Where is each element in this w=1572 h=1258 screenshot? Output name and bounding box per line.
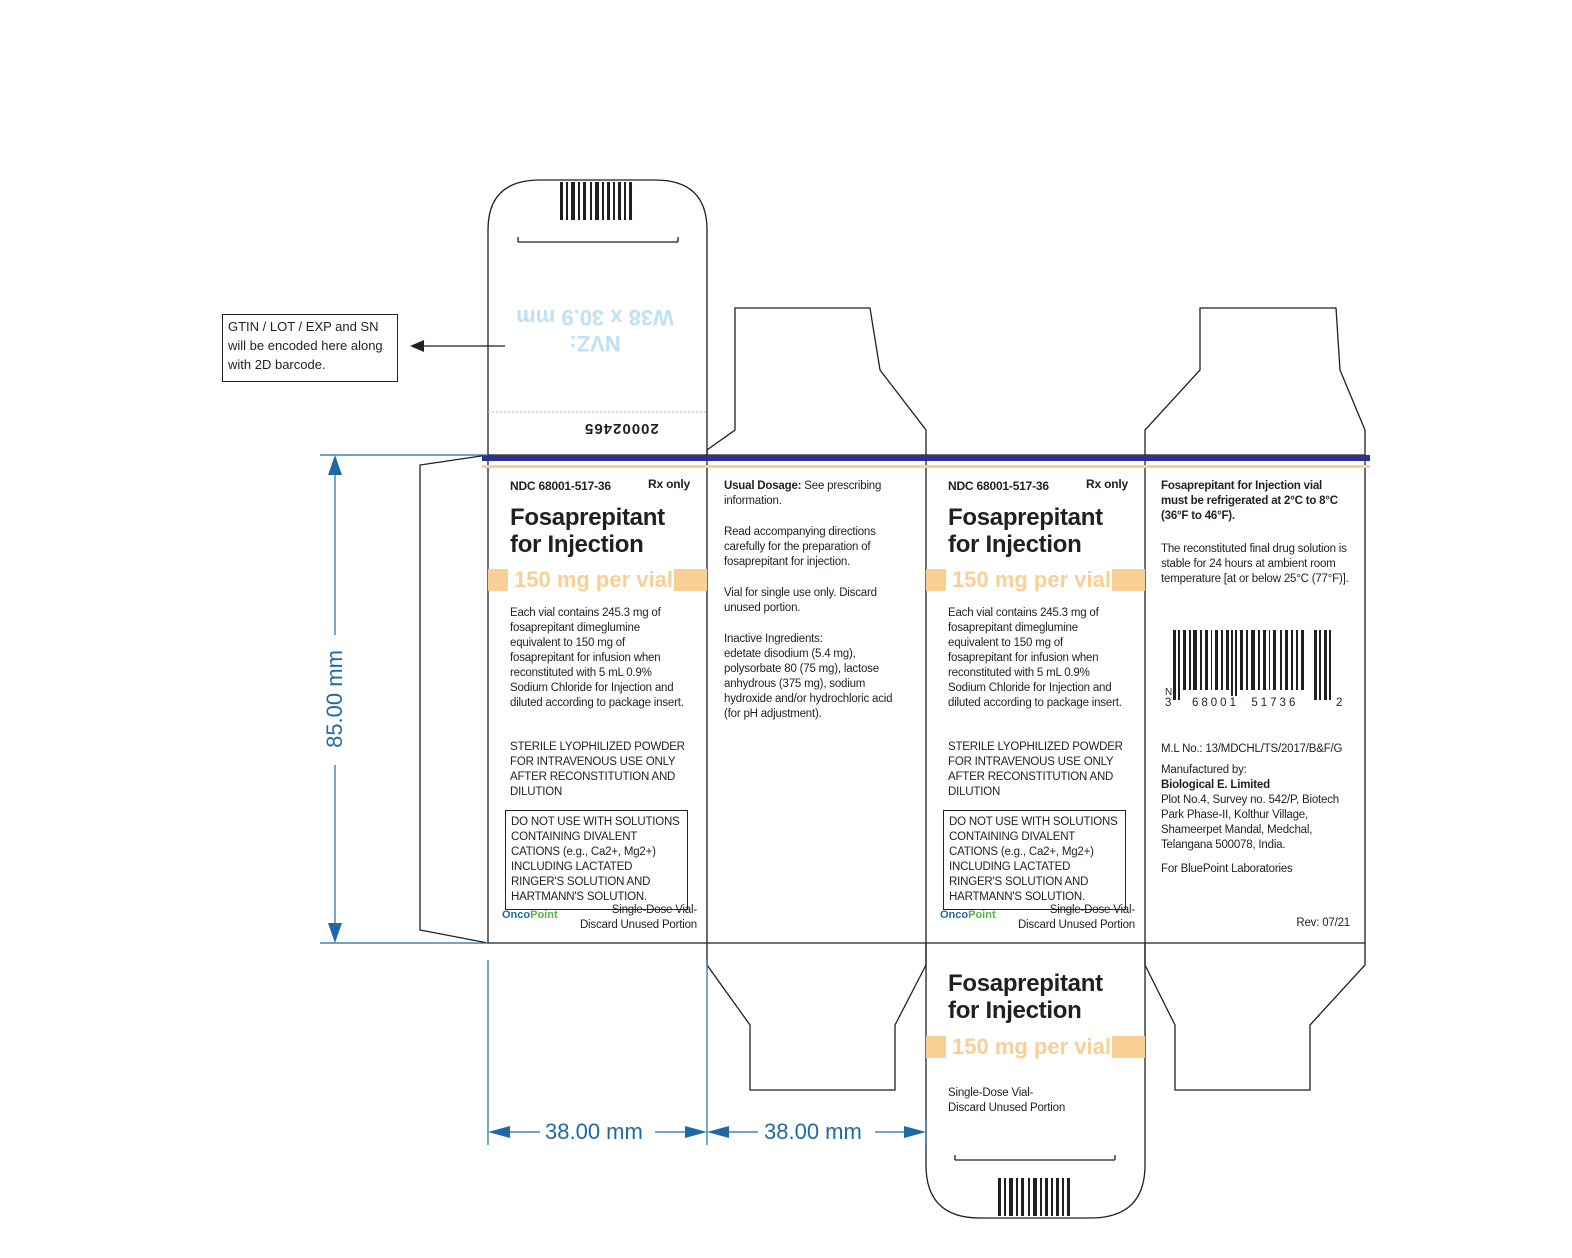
warning-box: DO NOT USE WITH SOLUTIONS CONTAINING DIV… [505,810,688,910]
directions: Read accompanying directions carefully f… [724,526,876,568]
nvz-size: W38 x 30.9 mm [516,305,674,330]
barcode-first-digit: 3 [1165,697,1172,709]
width-dimension-2: 38.00 mm [764,1119,862,1144]
bottom-barcode [998,1178,1070,1216]
single-dose: Single-Dose Vial-Discard Unused Portion [579,904,697,931]
manufacturer: Biological E. Limited [1161,779,1270,791]
strength: 150 mg per vial [952,567,1111,592]
navy-stripe [482,455,1370,461]
stability: The reconstituted final drug solution is… [1161,543,1349,585]
single-dose: Single-Dose Vial-Discard Unused Portion [1017,904,1135,931]
ndc-number: NDC 68001-517-36 [510,479,611,493]
description: Each vial contains 245.3 mg of fosaprepi… [948,607,1122,709]
description: Each vial contains 245.3 mg of fosaprepi… [510,607,684,709]
address: Plot No.4, Survey no. 542/P, Biotech Par… [1161,794,1339,851]
warning-box: DO NOT USE WITH SOLUTIONS CONTAINING DIV… [943,810,1126,910]
single-use: Vial for single use only. Discard unused… [724,587,877,614]
oncopoint-logo: OncoPoint [502,909,558,921]
usual-dosage: Usual Dosage: See prescribing informatio… [724,480,882,507]
encoding-note: GTIN / LOT / EXP and SN will be encoded … [222,314,398,382]
side-panel: Usual Dosage: See prescribing informatio… [724,479,894,722]
revision: Rev: 07/21 [1296,917,1350,929]
nvz-area: NVZ: W38 x 30.9 mm [500,304,690,356]
ml-number: M.L No.: 13/MDCHL/TS/2017/B&F/G [1161,743,1343,755]
rx-only: Rx only [648,477,690,491]
sterile-statement: STERILE LYOPHILIZED POWDER FOR INTRAVENO… [510,741,685,798]
nvz-label: NVZ: [569,331,621,356]
rx-only: Rx only [1086,477,1128,491]
dimension-lines [320,454,927,1145]
storage: Fosaprepitant for Injection vial must be… [1161,480,1338,522]
barcode-number: 68001 51736 [1192,696,1299,711]
upc-barcode [1173,630,1331,700]
top-barcode [560,182,632,220]
height-dimension: 85.00 mm [322,650,347,748]
flap-code: 20002465 [584,420,659,437]
ndc-number: NDC 68001-517-36 [948,479,1049,493]
inactive-ingredients: edetate disodium (5.4 mg), polysorbate 8… [724,648,893,720]
oncopoint-logo: OncoPoint [940,909,996,921]
strength: 150 mg per vial [514,567,673,592]
distributor: For BluePoint Laboratories [1161,863,1293,875]
orange-stripe [482,465,1370,468]
arrow-left-icon [410,340,424,352]
inactive-label: Inactive Ingredients: [724,633,823,645]
width-dimension-1: 38.00 mm [545,1119,643,1144]
sterile-statement: STERILE LYOPHILIZED POWDER FOR INTRAVENO… [948,741,1123,798]
back-panel: Fosaprepitant for Injection vial must be… [1145,470,1365,940]
